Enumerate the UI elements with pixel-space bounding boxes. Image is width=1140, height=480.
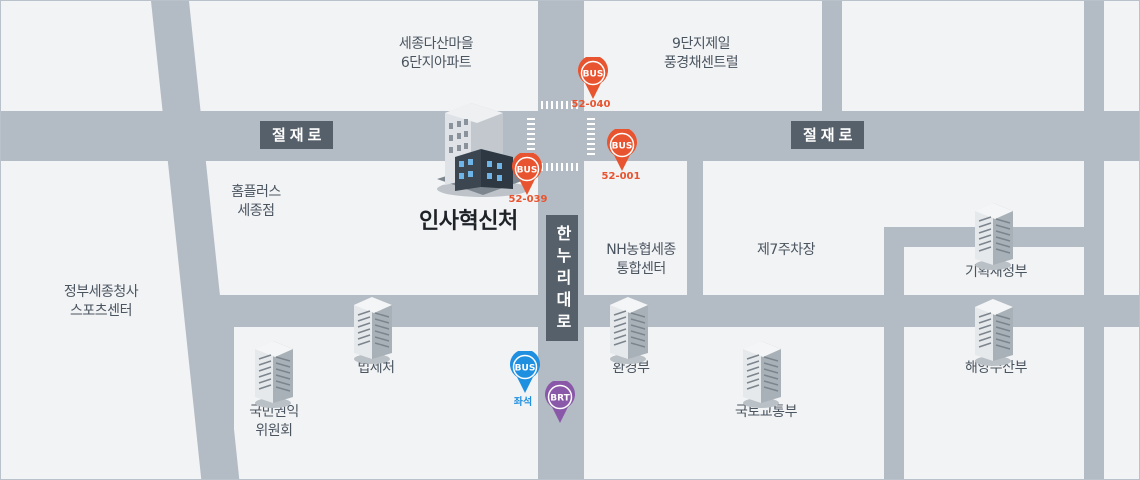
bus-stop-pin-icon[interactable]: BUS — [605, 129, 639, 173]
pin-label: BUS — [517, 166, 538, 176]
crosswalk — [541, 163, 581, 171]
place-nh: NH농협세종 통합센터 — [606, 242, 676, 277]
road-sign-jeoljae-right: 절재로 — [791, 121, 865, 149]
building-icon — [609, 296, 649, 365]
road-sign-hannuri: 한누리대로 — [546, 215, 578, 341]
place-sports-center: 정부세종청사 스포츠센터 — [63, 284, 139, 319]
pin-label: BUS — [515, 364, 536, 374]
brt-pin-icon[interactable]: BRT — [543, 381, 577, 425]
road-top-right-a — [822, 1, 842, 113]
bus-stop-code: 52-040 — [571, 99, 611, 110]
bus-stop-pin-icon[interactable]: BUS — [510, 153, 544, 197]
pin-label: BUS — [612, 142, 633, 152]
place-moleg: 법제처 — [357, 360, 395, 376]
place-env: 환경부 — [612, 360, 650, 376]
place-parking7: 제7주차장 — [757, 242, 815, 258]
road-top-right-b — [1084, 1, 1104, 479]
pin-label: BRT — [550, 394, 570, 404]
main-building-name: 인사혁신처 — [419, 209, 518, 234]
crosswalk — [587, 115, 595, 155]
road-mid-vertical — [687, 161, 703, 297]
crosswalk — [541, 101, 581, 109]
place-homeplus: 홈플러스 세종점 — [231, 184, 281, 219]
building-icon — [974, 202, 1014, 271]
building-icon — [974, 298, 1014, 367]
bus-stop-pin-icon[interactable]: BUS — [508, 351, 542, 395]
bus-stop-code: 52-001 — [601, 171, 641, 182]
pin-label: BUS — [583, 70, 604, 80]
bus-stop-code: 52-039 — [508, 194, 548, 205]
building-icon — [353, 296, 393, 365]
bus-stop-code: 좌석 — [513, 397, 533, 408]
road-sign-jeoljae-left: 절재로 — [260, 121, 334, 149]
crosswalk — [527, 115, 535, 155]
building-icon — [254, 340, 294, 409]
place-molit: 국토교통부 — [735, 404, 797, 420]
main-building-icon — [437, 103, 533, 197]
building-icon — [742, 340, 782, 409]
place-acrc: 국민권익 위원회 — [249, 404, 299, 439]
road-right-lower-v — [884, 227, 904, 479]
bus-stop-pin-icon[interactable]: BUS — [576, 57, 610, 101]
place-village9: 9단지제일 풍경채센트럴 — [663, 36, 739, 71]
road-left-vertical — [216, 295, 234, 479]
place-sejong-dasan: 세종다산마을 6단지아파트 — [398, 36, 474, 71]
